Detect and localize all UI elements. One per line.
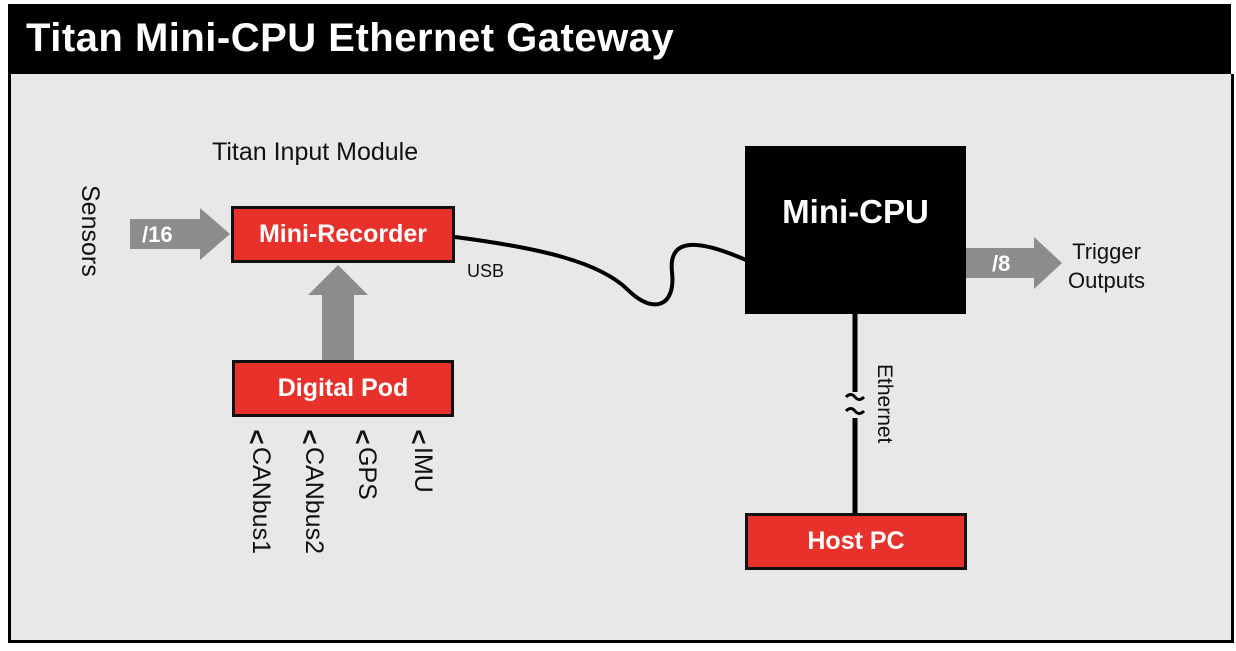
trigger-arrow: [965, 237, 1062, 289]
trigger-outputs-line2: Outputs: [1068, 268, 1146, 293]
imu-caret: ˄: [411, 422, 427, 452]
input-module-label: Titan Input Module: [212, 138, 419, 166]
mini-cpu-box: Mini-CPU: [745, 146, 966, 314]
mini-recorder-box: Mini-Recorder: [231, 206, 455, 263]
sensors-arrow: [130, 208, 230, 260]
mini-recorder-label: Mini-Recorder: [258, 220, 428, 248]
sensors-label: Sensors: [76, 185, 104, 277]
ethernet-break-symbol: [844, 393, 866, 415]
pod-input-canbus2: CANbus2: [300, 447, 328, 554]
host-pc-box: Host PC: [745, 513, 967, 570]
digital-pod-label: Digital Pod: [277, 374, 409, 402]
diagram-title: Titan Mini-CPU Ethernet Gateway: [26, 16, 675, 60]
pod-up-arrow: [308, 265, 368, 360]
trigger-outputs-label: Trigger Outputs: [1068, 237, 1145, 295]
trigger-count-label: /8: [992, 251, 1011, 276]
host-pc-label: Host PC: [807, 527, 905, 555]
pod-input-imu: IMU: [409, 447, 437, 493]
canbus1-caret: ˄: [249, 422, 265, 452]
pod-input-canbus1: CANbus1: [247, 447, 275, 554]
canbus2-caret: ˄: [302, 422, 318, 452]
ethernet-label: Ethernet: [873, 364, 896, 444]
mini-cpu-label: Mini-CPU: [782, 193, 929, 230]
title-bar: Titan Mini-CPU Ethernet Gateway: [8, 4, 1231, 74]
pod-input-gps: GPS: [353, 447, 381, 500]
trigger-outputs-line1: Trigger: [1072, 239, 1141, 264]
diagram-canvas: [8, 74, 1234, 643]
digital-pod-box: Digital Pod: [232, 360, 454, 417]
sensors-count-label: /16: [142, 222, 173, 247]
gps-caret: ˄: [355, 422, 371, 452]
usb-cable: [454, 235, 747, 307]
usb-label: USB: [467, 261, 505, 281]
